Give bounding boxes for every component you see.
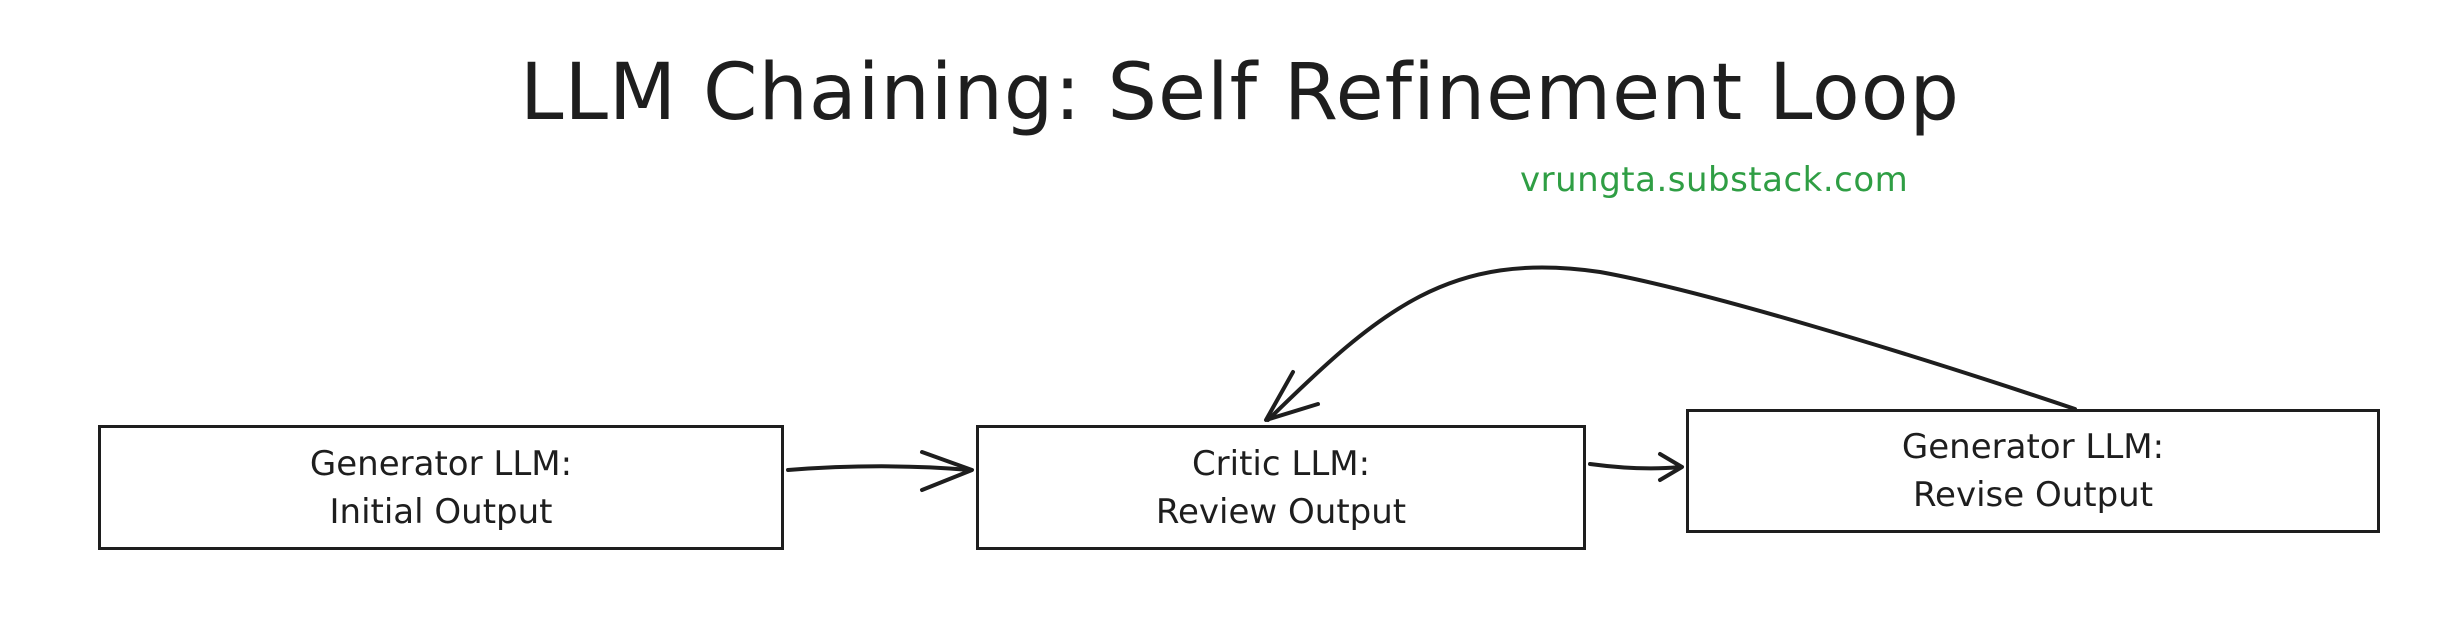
- node-generator-revise: Generator LLM: Revise Output: [1686, 409, 2380, 533]
- node-generator-revise-subtitle: Revise Output: [1912, 475, 2154, 515]
- edge-critic-to-revise-line: [1588, 462, 1682, 471]
- edge-feedback-loop-arrowhead: [1264, 370, 1320, 422]
- node-critic-review: Critic LLM: Review Output: [976, 425, 1586, 550]
- node-critic-review-subtitle: Review Output: [1155, 491, 1407, 532]
- edge-critic-to-revise-arrowhead: [1658, 452, 1684, 482]
- edge-generator-to-critic: [786, 450, 974, 492]
- node-generator-initial: Generator LLM: Initial Output: [98, 425, 784, 550]
- node-generator-revise-title: Generator LLM:: [1901, 427, 2165, 467]
- diagram-title: LLM Chaining: Self Refinement Loop: [520, 48, 1960, 138]
- edge-generator-to-critic-line: [786, 464, 972, 472]
- edge-feedback-loop: [1264, 265, 2077, 422]
- edge-critic-to-revise: [1588, 452, 1684, 482]
- diagram-subtitle: vrungta.substack.com: [1520, 160, 1909, 200]
- node-generator-initial-subtitle: Initial Output: [329, 491, 553, 532]
- node-critic-review-title: Critic LLM:: [1191, 443, 1371, 484]
- node-generator-initial-title: Generator LLM:: [309, 443, 573, 484]
- edge-generator-to-critic-arrowhead: [920, 450, 974, 492]
- edge-feedback-loop-line: [1266, 265, 2077, 422]
